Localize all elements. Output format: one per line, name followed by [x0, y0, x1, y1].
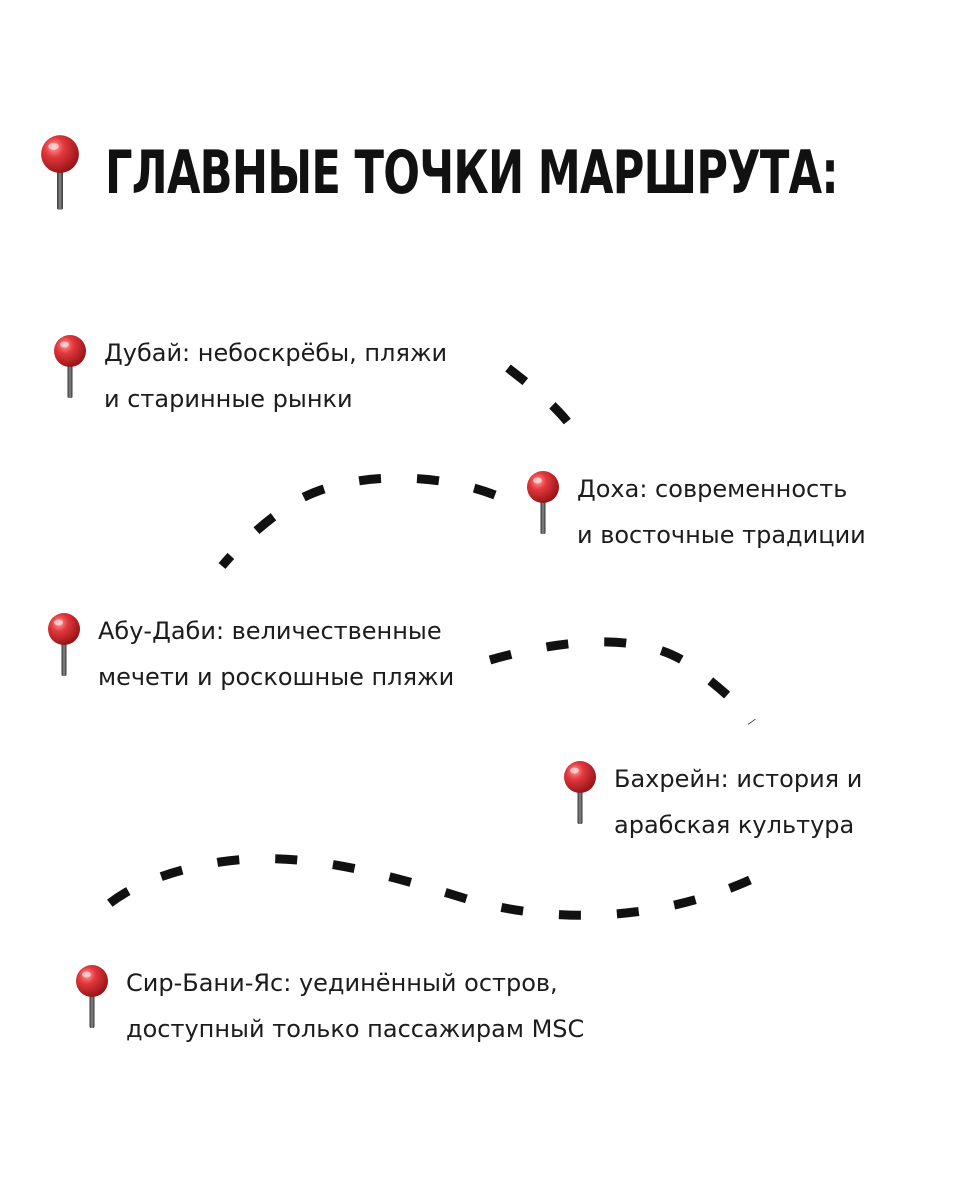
- stop-text: Абу-Даби: величественные мечети и роскош…: [98, 608, 454, 700]
- page-title: ГЛАВНЫЕ ТОЧКИ МАРШРУТА:: [105, 138, 839, 208]
- stop-line-2: и восточные традиции: [577, 521, 866, 549]
- stop-line-1: Бахрейн: история и: [614, 765, 863, 793]
- pushpin-icon: [37, 134, 83, 212]
- stop-abu-dhabi: Абу-Даби: величественные мечети и роскош…: [46, 608, 454, 700]
- stop-sir-bani-yas: Сир-Бани-Яс: уединённый остров, доступны…: [74, 960, 584, 1052]
- route-segment-dubai-doha: [505, 364, 574, 428]
- stop-text: Сир-Бани-Яс: уединённый остров, доступны…: [126, 960, 584, 1052]
- title-row: ГЛАВНЫЕ ТОЧКИ МАРШРУТА:: [0, 128, 960, 218]
- stop-line-2: доступный только пассажирам MSC: [126, 1015, 585, 1043]
- stop-line-1: Дубай: небоскрёбы, пляжи: [104, 339, 448, 367]
- pushpin-icon: [562, 760, 598, 826]
- stop-text: Доха: современность и восточные традиции: [577, 466, 866, 558]
- stop-text: Бахрейн: история и арабская культура: [614, 756, 862, 848]
- stop-dubai: Дубай: небоскрёбы, пляжи и старинные рын…: [52, 330, 447, 422]
- pushpin-icon: [46, 612, 82, 678]
- stop-line-1: Сир-Бани-Яс: уединённый остров,: [126, 969, 558, 997]
- stop-line-2: мечети и роскошные пляжи: [98, 663, 455, 691]
- stop-text: Дубай: небоскрёбы, пляжи и старинные рын…: [104, 330, 447, 422]
- route-segment-doha-abudhabi: [218, 473, 497, 569]
- route-segment-bahrain-sirbaniyas: [102, 854, 752, 920]
- stop-line-1: Доха: современность: [577, 475, 848, 503]
- stop-line-1: Абу-Даби: величественные: [98, 617, 442, 645]
- pushpin-icon: [74, 964, 110, 1030]
- stop-line-2: и старинные рынки: [104, 385, 353, 413]
- stop-bahrain: Бахрейн: история и арабская культура: [562, 756, 862, 848]
- pushpin-icon: [525, 470, 561, 536]
- stop-line-2: арабская культура: [614, 811, 855, 839]
- pushpin-icon: [52, 334, 88, 400]
- stop-doha: Доха: современность и восточные традиции: [525, 466, 866, 558]
- route-segment-abudhabi-bahrain: [488, 637, 756, 725]
